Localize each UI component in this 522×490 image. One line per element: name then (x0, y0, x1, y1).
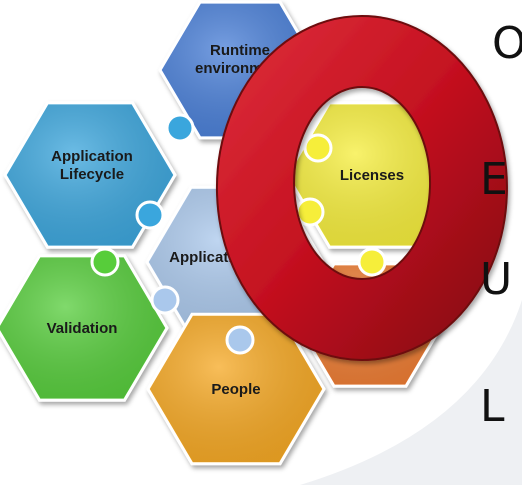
hexagon-shading-lifecycle (7, 104, 173, 246)
knob-validation-top (90, 247, 120, 277)
hexagon-layer (0, 0, 459, 466)
side-letter-2: E (480, 154, 508, 205)
hexagon-label-line: Application (51, 148, 133, 165)
knob-center-people (225, 325, 255, 355)
hexagon-label-licenses: Licenses (340, 167, 404, 184)
side-letter-4: L (480, 381, 505, 432)
hexagon-label-line: Licenses (340, 167, 404, 184)
side-letter-3: U (480, 254, 513, 305)
knob-licenses-left (303, 133, 333, 163)
hexagon-label-line: Runtime (210, 42, 270, 59)
background-swoosh (300, 300, 522, 485)
hexagon-shading-people (150, 316, 322, 462)
red-ring-shape (215, 15, 508, 361)
hexagon-shading-licenses (289, 104, 455, 246)
hexagon-label-people: People (211, 381, 260, 398)
knob-lifecycle-center (135, 200, 165, 230)
hexagon-label-line: Validation (47, 320, 118, 337)
knob-licenses-center (295, 197, 325, 227)
knob-center-validation (150, 285, 180, 315)
knob-licenses-bottom (357, 247, 387, 277)
hexagon-shading-validation (0, 257, 165, 399)
side-letter-1: O (492, 18, 522, 69)
knob-lifecycle-runtime (165, 113, 195, 143)
red-letter-o-overlay (215, 15, 508, 361)
hexagon-label-line: People (211, 381, 260, 398)
hexagon-label-validation: Validation (47, 320, 118, 337)
hexagon-label-line: Lifecycle (60, 166, 124, 183)
